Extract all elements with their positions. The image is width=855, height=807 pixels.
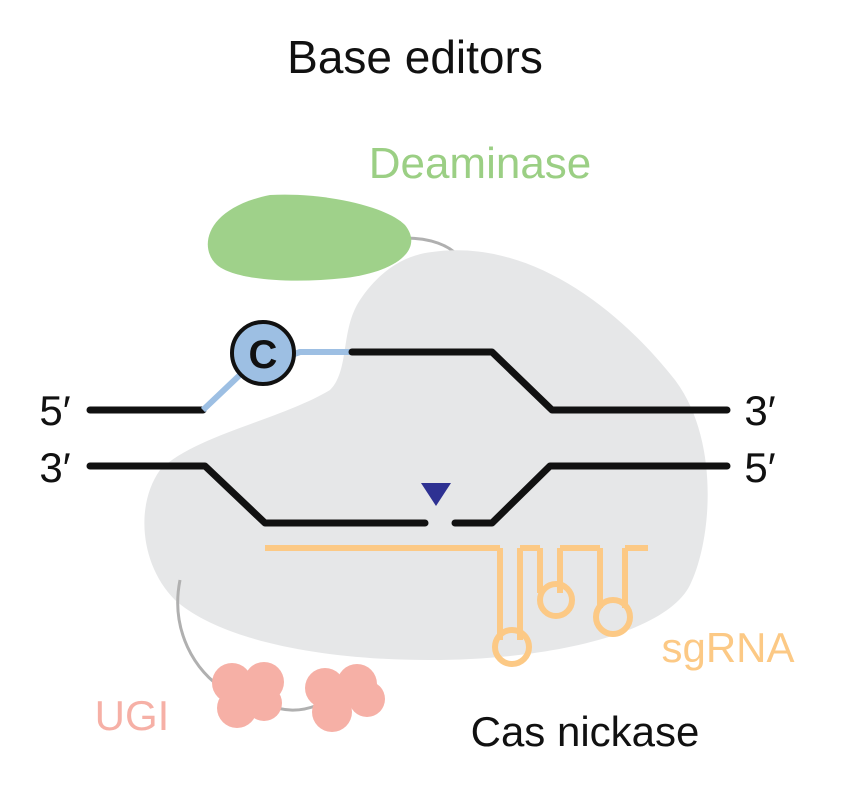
cas-nickase-label: Cas nickase [471,708,700,755]
diagram-title: Base editors [287,31,543,83]
sgrna-structure [265,545,648,667]
cas-nickase-body [144,250,708,661]
cytosine-base [230,320,296,386]
bottom-left-end-label: 3′ [39,444,70,491]
dna-top-strand-right [348,348,731,414]
ugi-domain-1 [212,662,284,728]
top-left-end-label: 5′ [39,387,70,434]
bottom-right-end-label: 5′ [744,444,775,491]
top-right-end-label: 3′ [744,387,775,434]
dna-bottom-strand-right [451,462,731,527]
cytosine-label: C [249,333,278,377]
sgrna-label: sgRNA [661,624,794,671]
dna-bottom-strand-left [86,462,429,527]
deaminase-domain [207,194,412,281]
ugi-label: UGI [95,692,170,739]
ugi-domain-2 [305,664,385,732]
deaminase-label: Deaminase [369,139,592,188]
nick-marker-icon [421,483,451,506]
